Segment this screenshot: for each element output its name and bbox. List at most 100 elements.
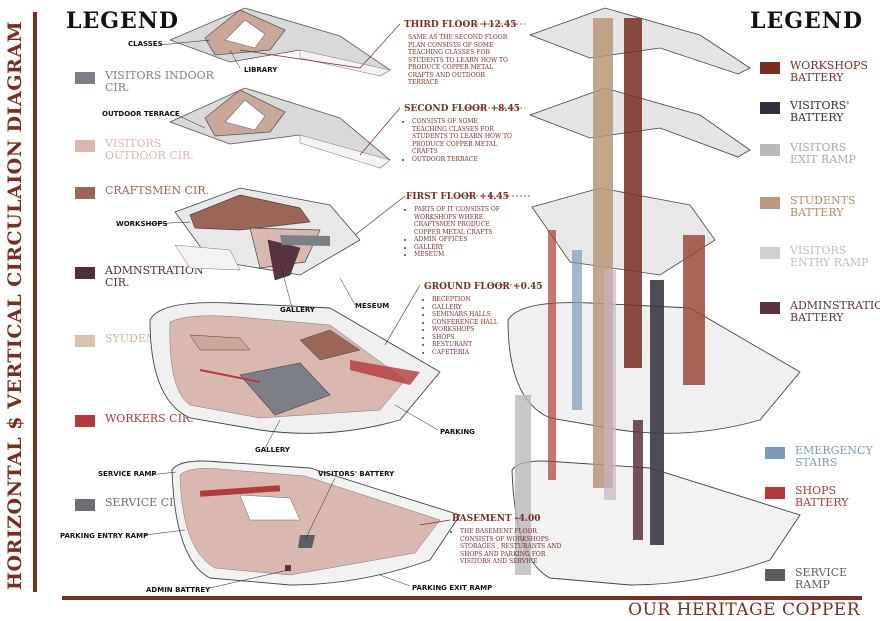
- second-floor-plan: [168, 87, 391, 169]
- plan-label-lines: [144, 39, 439, 589]
- right-legend-title: LEGEND: [750, 8, 863, 34]
- floor-callout-bullet: SEMINARS HALLS: [432, 311, 534, 319]
- left-legend-swatch: [75, 335, 95, 347]
- label-gallery-ground: GALLERY: [255, 446, 290, 454]
- right-legend-item: VISITORS ENTRY RAMP: [760, 245, 870, 269]
- floor-callout: BASEMENT -4.00THE BASEMENT FLOOR CONSIST…: [452, 514, 562, 566]
- floor-callout-title: GROUND FLOOR +0.45: [424, 282, 543, 292]
- floor-callout-text: SAME AS THE SECOND FLOOR PLAN CONSISTS O…: [404, 34, 514, 87]
- label-outdoor-terrace: OUTDOOR TERRACE: [102, 110, 180, 118]
- floor-callout-bullet: PARTS OF IT CONSISTS OF WORKSHOPS WHERE …: [414, 206, 516, 236]
- label-parking-entry-ramp: PARKING ENTRY RAMP: [60, 532, 149, 540]
- left-legend-label: WORKERS CIR.: [105, 412, 194, 425]
- right-legend-swatch: [765, 447, 785, 459]
- floor-callout-bullet: GALLERY: [414, 244, 516, 252]
- right-legend-label: SHOPS BATTERY: [795, 484, 849, 509]
- label-admin-battery: ADMIN BATTREY: [146, 586, 211, 594]
- floor-callout-text: THE BASEMENT FLOOR CONSISTS OF WORKSHOPS…: [452, 528, 562, 566]
- admin-battery-shaft: [604, 270, 616, 500]
- floor-callout-paragraph: SAME AS THE SECOND FLOOR PLAN CONSISTS O…: [408, 34, 508, 86]
- left-legend-label: ADMNSTRATION CIR.: [105, 264, 204, 289]
- shops-battery-shaft: [548, 230, 556, 480]
- left-legend-swatch: [75, 267, 95, 279]
- ground-floor-plan: [149, 302, 441, 434]
- right-legend-item: EMERGENCY STAIRS: [765, 445, 875, 469]
- floor-callout-title: FIRST FLOOR +4.45: [406, 192, 509, 202]
- right-legend-swatch: [765, 487, 785, 499]
- floor-callout-bullet: CONFERENCE HALL: [432, 319, 534, 327]
- right-legend-swatch: [765, 569, 785, 581]
- floor-callout-text: CONSISTS OF SOME TEACHING CLASSES FOR ST…: [404, 118, 514, 163]
- right-legend-swatch: [760, 62, 780, 74]
- floor-callout-bullet: OUTDOOR TERRACE: [412, 156, 514, 164]
- floor-callout: GROUND FLOOR +0.45RECEPTIONGALLERYSEMINA…: [424, 282, 543, 357]
- label-parking-exit-ramp: PARKING EXIT RAMP: [412, 584, 493, 592]
- bottom-border-rule: [62, 596, 862, 600]
- floor-callout-bullet: RESTURANT: [432, 341, 534, 349]
- right-legend-item: SHOPS BATTERY: [765, 485, 875, 509]
- left-legend-swatch: [75, 140, 95, 152]
- floor-callout-text: PARTS OF IT CONSISTS OF WORKSHOPS WHERE …: [406, 206, 516, 259]
- floor-callout-bullet: CAFETERIA: [432, 349, 534, 357]
- right-legend-label: STUDENTS BATTERY: [790, 194, 856, 219]
- right-legend-swatch: [760, 102, 780, 114]
- floor-callout-bullet: THE BASEMENT FLOOR CONSISTS OF WORKSHOPS…: [460, 528, 562, 566]
- floor-callout: SECOND FLOOR +8.45CONSISTS OF SOME TEACH…: [404, 104, 520, 163]
- left-legend-label: CRAFTSMEN CIR.: [105, 184, 210, 197]
- label-service-ramp: SERVICE RAMP: [98, 470, 157, 478]
- workshops-battery-shaft: [624, 18, 642, 368]
- label-classes: CLASSES: [128, 40, 163, 48]
- left-legend-swatch: [75, 187, 95, 199]
- first-floor-plan: [174, 187, 361, 281]
- label-library: LIBRARY: [244, 66, 278, 74]
- floor-callout-bullet: GALLERY: [432, 304, 534, 312]
- right-legend-item: VISITORS' BATTERY: [760, 100, 870, 124]
- left-border-rule: [33, 12, 37, 592]
- left-legend-swatch: [75, 499, 95, 511]
- right-legend-item: STUDENTS BATTERY: [760, 195, 870, 219]
- left-legend-label: SERVICE CIR.: [105, 496, 186, 509]
- left-legend-label: VISITORS OUTDOOR CIR.: [105, 137, 194, 162]
- floor-callout-title: THIRD FLOOR +12.45: [404, 20, 517, 30]
- floor-callout-bullet: RECEPTION: [432, 296, 534, 304]
- basement-plan: [171, 460, 461, 586]
- left-legend-title: LEGEND: [66, 8, 179, 34]
- right-legend-label: EMERGENCY STAIRS: [795, 444, 873, 469]
- floor-callout-bullet: WORKSHOPS: [432, 326, 534, 334]
- left-legend-swatch: [75, 72, 95, 84]
- label-parking: PARKING: [440, 428, 475, 436]
- third-floor-plan: [168, 7, 391, 77]
- left-legend-item: VISITORS INDOOR CIR.: [75, 70, 215, 94]
- right-legend-swatch: [760, 247, 780, 259]
- floor-callout-bullet: SHOPS: [432, 334, 534, 342]
- right-legend-item: ADMINSTRATION BATTERY: [760, 300, 880, 324]
- right-legend-label: VISITORS' BATTERY: [790, 99, 850, 124]
- left-legend-item: VISITORS OUTDOOR CIR.: [75, 138, 215, 162]
- right-legend-swatch: [760, 144, 780, 156]
- left-legend-item: SERVICE CIR.: [75, 497, 215, 511]
- floor-callout-bullet: ADMIN OFFICES: [414, 236, 516, 244]
- floor-callout: FIRST FLOOR +4.45PARTS OF IT CONSISTS OF…: [406, 192, 516, 259]
- right-legend-label: SERVICE RAMP: [795, 566, 848, 591]
- visitors-battery-shaft: [650, 280, 664, 545]
- right-legend-label: VISITORS ENTRY RAMP: [790, 244, 869, 269]
- floor-callout-bullet: MESEUM: [414, 251, 516, 259]
- right-legend-swatch: [760, 302, 780, 314]
- label-workshops: WORKSHOPS: [116, 220, 168, 228]
- floor-callout-bullet: CONSISTS OF SOME TEACHING CLASSES FOR ST…: [412, 118, 514, 156]
- left-legend-item: WORKERS CIR.: [75, 413, 215, 427]
- right-legend-label: WORKSHOPS BATTERY: [790, 59, 868, 84]
- right-3d-floors: [507, 7, 801, 586]
- label-visitors-battery: VISITORS' BATTERY: [318, 470, 395, 478]
- leader-lines: [239, 23, 530, 526]
- right-legend-item: SERVICE RAMP: [765, 567, 875, 591]
- left-legend-label: VISITORS INDOOR CIR.: [105, 69, 214, 94]
- label-meseum: MESEUM: [355, 302, 390, 310]
- left-legend-swatch: [75, 415, 95, 427]
- label-gallery-first: GALLERY: [280, 306, 315, 314]
- visitors-exit-ramp-shaft: [515, 395, 531, 575]
- left-legend-item: CRAFTSMEN CIR.: [75, 185, 215, 199]
